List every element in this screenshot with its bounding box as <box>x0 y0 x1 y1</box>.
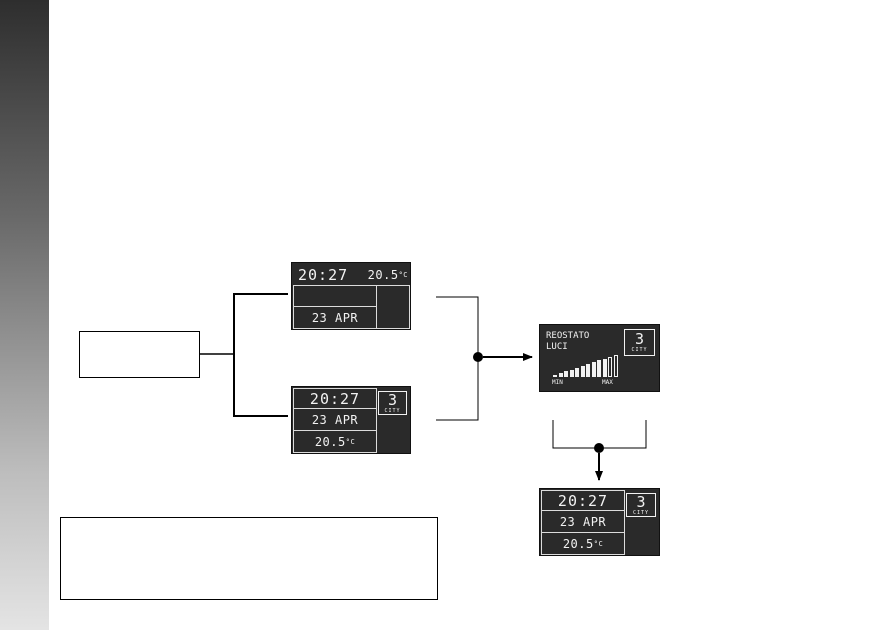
level-bar <box>575 367 579 377</box>
bracket-left <box>233 293 288 417</box>
temp-cell: 20.5°C <box>541 532 625 555</box>
page-sidebar-gradient <box>0 0 49 630</box>
time-cell: 20:27 <box>293 264 377 286</box>
level-bar <box>586 364 590 377</box>
date-value: 23 APR <box>559 514 607 529</box>
level-bar <box>580 365 585 377</box>
city-number: 3 <box>387 390 398 409</box>
level-bar <box>569 369 574 377</box>
rheostat-title-1: REOSTATO <box>546 331 590 341</box>
temp-value: 20.5 <box>562 536 594 551</box>
side-cell <box>376 388 410 453</box>
temp-unit: °C <box>593 539 604 548</box>
city-label: CITY <box>632 509 650 516</box>
temp-unit: °C <box>398 271 408 279</box>
date-cell: 23 APR <box>541 510 625 533</box>
time-cell: 20:27 <box>293 388 377 409</box>
level-bar <box>564 371 568 377</box>
date-value: 23 APR <box>311 412 359 427</box>
temp-unit: °C <box>345 437 356 446</box>
temp-cell: 20.5°C <box>293 430 377 453</box>
display-bottom: 20:27 23 APR 20.5°C 3 CITY <box>291 386 411 454</box>
level-bar <box>591 362 596 377</box>
date-cell: 23 APR <box>293 306 377 329</box>
rheostat-title-2: LUCI <box>546 342 568 352</box>
city-badge: 3 CITY <box>626 493 656 517</box>
level-bar <box>558 373 563 377</box>
time-value: 20:27 <box>298 266 349 284</box>
level-bars <box>553 355 619 377</box>
city-number: 3 <box>634 330 645 348</box>
display-result: 20:27 23 APR 20.5°C 3 CITY <box>539 488 660 556</box>
level-bar <box>608 356 612 377</box>
level-bar <box>597 360 601 377</box>
max-label: MAX <box>602 379 613 386</box>
date-value: 23 APR <box>311 310 359 325</box>
time-value: 20:27 <box>309 389 361 408</box>
city-label: CITY <box>384 407 401 414</box>
time-cell: 20:27 <box>541 490 625 511</box>
display-top: 20:27 20.5°C 23 APR <box>291 262 411 330</box>
city-number: 3 <box>636 492 646 511</box>
temp-value: 20.5 <box>314 434 346 449</box>
city-badge: 3 CITY <box>378 391 407 415</box>
bracket-right <box>436 296 479 421</box>
level-bar <box>613 355 618 377</box>
min-label: MIN <box>552 379 563 386</box>
city-label: CITY <box>631 347 648 353</box>
temp-value: 20.5 <box>367 268 399 282</box>
city-badge: 3 CITY <box>624 329 655 356</box>
temp-cell: 20.5°C <box>368 264 410 286</box>
time-value: 20:27 <box>557 491 609 510</box>
level-bar <box>602 358 607 377</box>
junction-dot-2 <box>594 443 604 453</box>
display-rheostat: REOSTATO LUCI 3 CITY MIN MAX <box>539 324 660 392</box>
side-cell <box>376 285 410 329</box>
empty-label-box <box>79 331 200 378</box>
junction-dot-1 <box>473 352 483 362</box>
side-cell <box>624 490 659 555</box>
date-cell: 23 APR <box>293 408 377 431</box>
level-bar <box>553 375 557 377</box>
note-box <box>60 517 438 600</box>
empty-row <box>293 285 377 307</box>
